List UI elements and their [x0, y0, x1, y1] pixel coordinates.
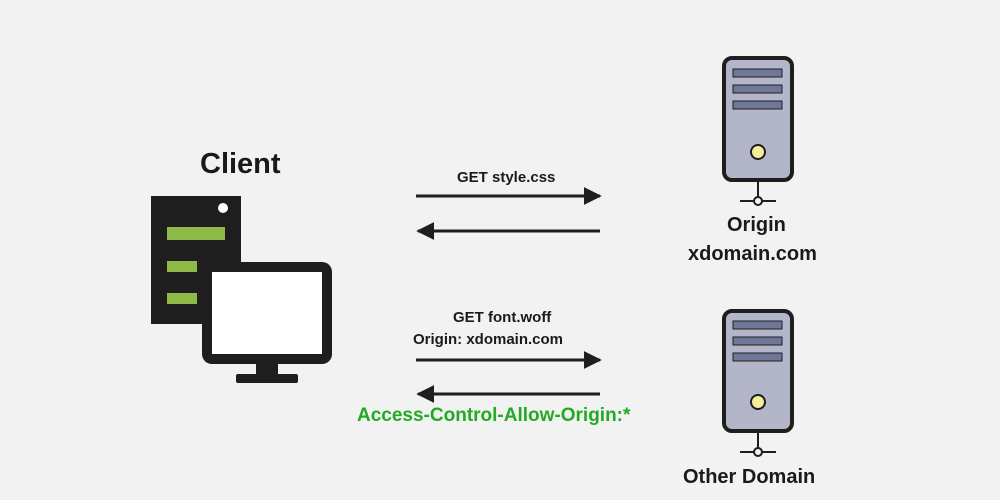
client-computer-icon — [151, 196, 332, 383]
origin-server-domain: xdomain.com — [688, 243, 817, 265]
request-1-label: GET style.css — [457, 169, 556, 186]
client-monitor-icon — [202, 262, 332, 383]
request-2-label: GET font.woff — [453, 309, 552, 326]
origin-server-icon — [722, 56, 794, 206]
origin-server-name: Origin — [727, 214, 786, 236]
client-tower-icon — [151, 196, 241, 324]
response-2-cors-header: Access-Control-Allow-Origin:* — [357, 405, 631, 426]
client-label: Client — [200, 148, 281, 180]
request-2-origin-header: Origin: xdomain.com — [413, 331, 564, 348]
other-server-name: Other Domain — [683, 466, 816, 488]
other-server-icon — [722, 309, 794, 457]
